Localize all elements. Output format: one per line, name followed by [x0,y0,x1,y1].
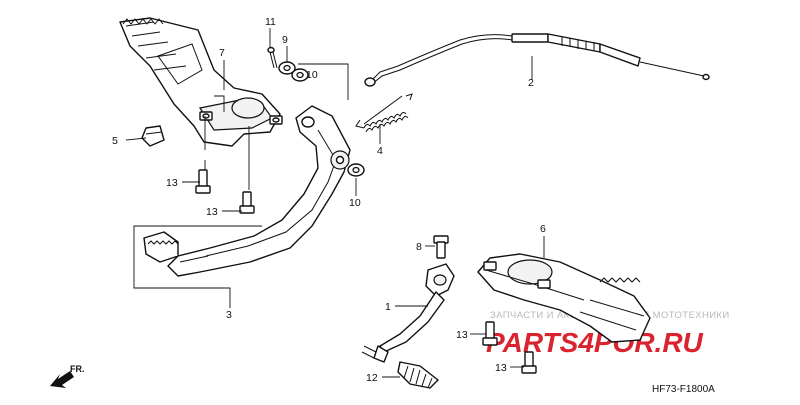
brake-pedal-spring [355,93,413,133]
callout-5: 5 [112,135,118,147]
callout-2: 2 [528,77,534,89]
diagram-code: HF73-F1800A [652,384,715,395]
kickstarter-arm [361,263,455,363]
front-arrow-icon [50,371,74,388]
rubber-damper [141,125,165,147]
callout-7: 7 [219,47,225,59]
bolt-right-lower [521,351,537,374]
split-pin [267,46,278,69]
callout-13-right-lower: 13 [495,362,507,374]
callout-10-lower: 10 [349,197,361,209]
right-footpeg-assembly [477,253,651,343]
left-footpeg-assembly [119,17,283,147]
callout-11: 11 [265,16,276,28]
bolt-left-upper [195,169,211,194]
kickstarter-bolt [433,235,449,259]
callout-9: 9 [282,34,288,46]
collar-upper [291,68,309,82]
callout-12: 12 [366,372,378,384]
callout-8: 8 [416,241,422,253]
callout-13-left-upper: 13 [166,177,178,189]
callout-13-right-upper: 13 [456,329,468,341]
front-direction-indicator: FR. [50,364,85,388]
callout-6: 6 [540,223,546,235]
leader-lines [125,28,545,378]
callouts: 7 5 13 13 11 9 10 10 3 2 4 6 8 1 12 13 1… [112,16,546,384]
callout-13-left-lower: 13 [206,206,218,218]
kickstarter-rubber [397,361,439,389]
brake-pedal [143,105,351,277]
front-label: FR. [70,364,85,374]
bolt-right-upper [482,321,498,346]
callout-1: 1 [385,301,391,313]
callout-4: 4 [377,145,383,157]
rear-brake-cable [364,33,710,87]
callout-3: 3 [226,309,232,321]
watermark-logo: PARTS4POR.RU [486,327,704,358]
bolt-left-lower [239,191,255,214]
callout-10-upper: 10 [306,69,318,81]
collar-lower [347,163,365,177]
